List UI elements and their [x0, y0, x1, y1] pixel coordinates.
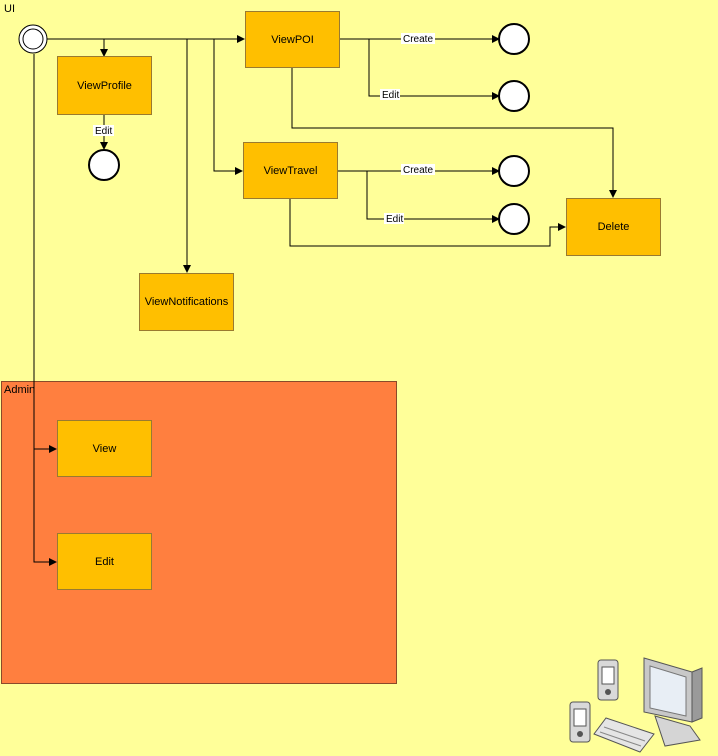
computer-icon	[593, 657, 703, 753]
edge-label-poi-create: Create	[403, 34, 433, 45]
pda-icon-2	[569, 701, 591, 743]
end-node-travel-create	[498, 155, 530, 187]
ui-swimlane-label: UI	[4, 3, 15, 15]
viewpoi-node[interactable]: ViewPOI	[245, 11, 340, 68]
admin-edit-label: Edit	[95, 555, 114, 568]
admin-edit-node[interactable]: Edit	[57, 533, 152, 590]
edge-label-travel-create: Create	[403, 165, 433, 176]
viewpoi-label: ViewPOI	[271, 33, 314, 46]
admin-view-node[interactable]: View	[57, 420, 152, 477]
edge-travel-edit	[366, 171, 500, 223]
viewprofile-label: ViewProfile	[77, 79, 132, 92]
viewprofile-node[interactable]: ViewProfile	[57, 56, 152, 115]
edge-start-viewtravel	[213, 39, 243, 175]
edge-label-travel-edit: Edit	[386, 214, 403, 225]
viewnotifications-node[interactable]: ViewNotifications	[139, 273, 234, 331]
end-node-travel-edit	[498, 203, 530, 235]
admin-view-label: View	[92, 442, 117, 455]
edge-label-profile-edit: Edit	[95, 126, 112, 137]
end-node-profile-edit	[88, 149, 120, 181]
delete-label: Delete	[597, 221, 630, 233]
edge-poi-delete	[291, 67, 617, 198]
end-node-poi-edit	[498, 80, 530, 112]
end-node-poi-create	[498, 23, 530, 55]
delete-node[interactable]: Delete	[566, 198, 661, 256]
edge-start-admin-view	[33, 54, 57, 453]
viewnotifications-label: ViewNotifications	[144, 296, 229, 308]
admin-swimlane-label: Admin	[4, 384, 36, 396]
edge-travel-delete	[289, 199, 566, 247]
edge-start-admin-edit	[33, 449, 57, 566]
edge-poi-edit	[368, 39, 500, 100]
viewtravel-node[interactable]: ViewTravel	[243, 142, 338, 199]
viewtravel-label: ViewTravel	[263, 164, 318, 177]
pda-icon	[597, 659, 619, 701]
start-node[interactable]	[18, 24, 48, 54]
edge-label-poi-edit: Edit	[382, 90, 399, 101]
